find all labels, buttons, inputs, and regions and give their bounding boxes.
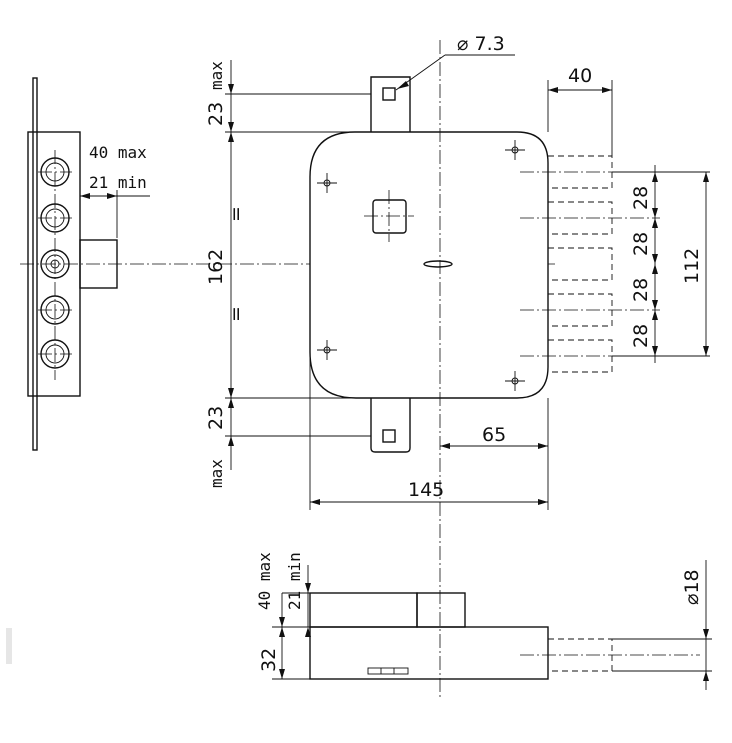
equal-mark-top: = <box>225 206 247 222</box>
bolt-diameter-label: ⌀ 7.3 <box>457 33 505 55</box>
bottom-max-label: max <box>207 459 226 488</box>
bolt-span-label: 112 <box>681 248 703 284</box>
scan-artifact <box>6 628 12 664</box>
bolt-diameter-side-label: ⌀18 <box>681 569 703 605</box>
bolt-pitch-2-label: 28 <box>630 232 652 256</box>
bolt-pitch-3-label: 28 <box>630 278 652 302</box>
bottom-extension-label: 23 <box>205 406 227 430</box>
top-extension-label: 23 <box>205 102 227 126</box>
case-height-label: 162 <box>205 249 227 285</box>
side-max-label: 40 max <box>255 552 274 610</box>
side-min-label: 21 min <box>285 552 304 610</box>
bolt-throw-label: 40 <box>568 65 592 87</box>
side-thickness-label: 32 <box>258 648 280 672</box>
lock-side-view: ⌀18 <box>309 560 712 690</box>
lock-case-front-view <box>309 76 660 453</box>
backset-label: 65 <box>482 424 506 446</box>
case-width-label: 145 <box>408 479 444 501</box>
top-max-label: max <box>207 61 226 90</box>
equal-mark-bottom: = <box>225 306 247 322</box>
faceplate-max-label: 40 max <box>89 143 147 162</box>
bolt-pitch-1-label: 28 <box>630 186 652 210</box>
faceplate-min-label: 21 min <box>89 173 147 192</box>
bolt-pitch-4-label: 28 <box>630 324 652 348</box>
